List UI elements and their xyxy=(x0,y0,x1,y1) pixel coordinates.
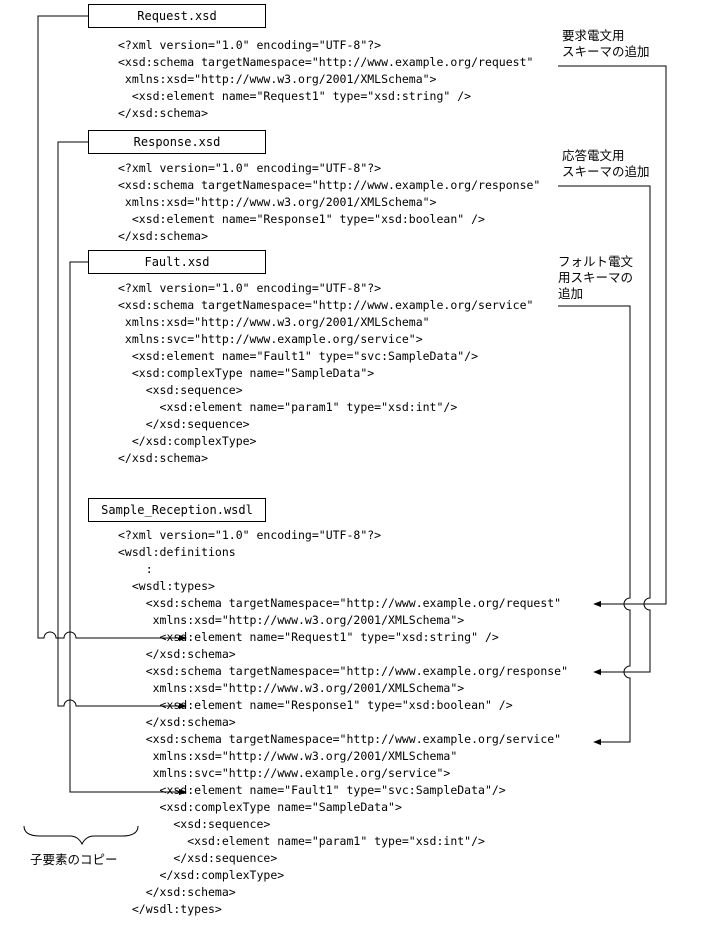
response-element-copy-line xyxy=(57,141,187,710)
child-copy-brace xyxy=(23,825,139,846)
request-element-copy-line xyxy=(37,15,187,642)
child-copy-note: 子要素のコピー xyxy=(30,852,118,867)
fault-xsd-file-label: Fault.xsd xyxy=(88,250,266,274)
fault-element-copy-line xyxy=(69,261,187,796)
request-xsd-code: <?xml version="1.0" encoding="UTF-8"?> <… xyxy=(118,38,534,120)
response-schema-add-line xyxy=(558,185,651,676)
fault-xsd-code: <?xml version="1.0" encoding="UTF-8"?> <… xyxy=(118,281,534,465)
fault-schema-add-line xyxy=(558,305,631,746)
response-schema-add-note: 応答電文用 スキーマの追加 xyxy=(562,148,650,179)
response-xsd-file-label: Response.xsd xyxy=(88,130,266,154)
response-xsd-code: <?xml version="1.0" encoding="UTF-8"?> <… xyxy=(118,161,541,243)
request-xsd-file-label: Request.xsd xyxy=(88,4,266,28)
fault-schema-add-note: フォルト電文 用スキーマの 追加 xyxy=(558,254,634,301)
wsdl-file-label: Sample_Reception.wsdl xyxy=(88,498,266,522)
request-schema-add-note: 要求電文用 スキーマの追加 xyxy=(562,28,650,59)
wsdl-code: <?xml version="1.0" encoding="UTF-8"?> <… xyxy=(118,528,569,916)
request-schema-add-line xyxy=(558,65,667,608)
